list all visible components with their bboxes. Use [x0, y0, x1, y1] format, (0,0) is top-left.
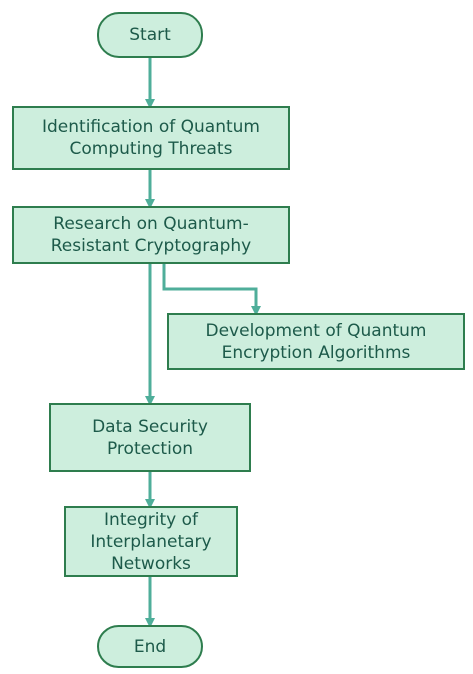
identify-threats-node: Identification of Quantum Computing Thre… [12, 106, 290, 170]
start-node-label: Start [129, 25, 171, 45]
develop-algorithms-node: Development of Quantum Encryption Algori… [167, 313, 465, 370]
network-integrity-node: Integrity of Interplanetary Networks [64, 506, 238, 577]
data-security-node: Data Security Protection [49, 403, 251, 472]
end-node-label: End [133, 636, 167, 657]
arrow-research-to-develop [162, 264, 261, 316]
start-node: Start [97, 12, 203, 58]
identify-threats-label: Identification of Quantum Computing Thre… [41, 117, 260, 159]
research-cryptography-label: Research on Quantum-Resistant Cryptograp… [50, 214, 252, 256]
develop-algorithms-label: Development of Quantum Encryption Algori… [205, 320, 427, 363]
end-node: End [97, 625, 203, 668]
data-security-label: Data Security Protection [92, 416, 208, 459]
research-cryptography-node: Research on Quantum-Resistant Cryptograp… [12, 206, 290, 264]
network-integrity-label: Integrity of Interplanetary Networks [90, 509, 212, 574]
